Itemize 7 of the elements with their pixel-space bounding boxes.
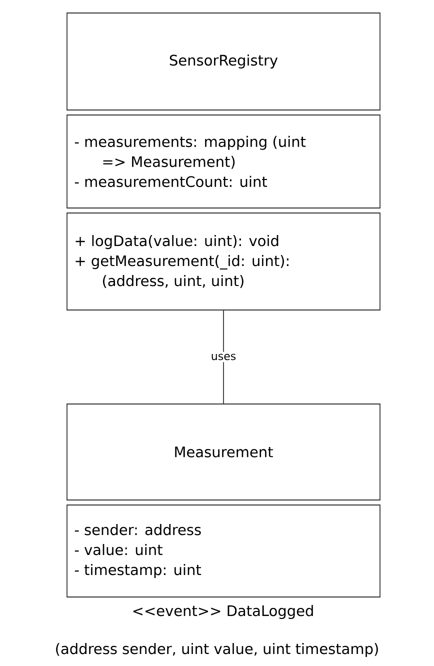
event-label: (address sender, uint value, uint timestamp) [56,642,378,658]
class-compartment: - sender: address - value: uint - timestamp: uint [66,504,380,598]
association-line [223,310,224,404]
class-compartment: Measurement [66,404,380,500]
class-compartment: + logData(value: uint): void + getMeasurement(_id: uint): (address, uint, uint) [66,212,380,310]
class-compartment: SensorRegistry [66,12,380,110]
class-compartment: - measurements: mapping (uint => Measurement) - measurementCount: uint [66,114,380,208]
